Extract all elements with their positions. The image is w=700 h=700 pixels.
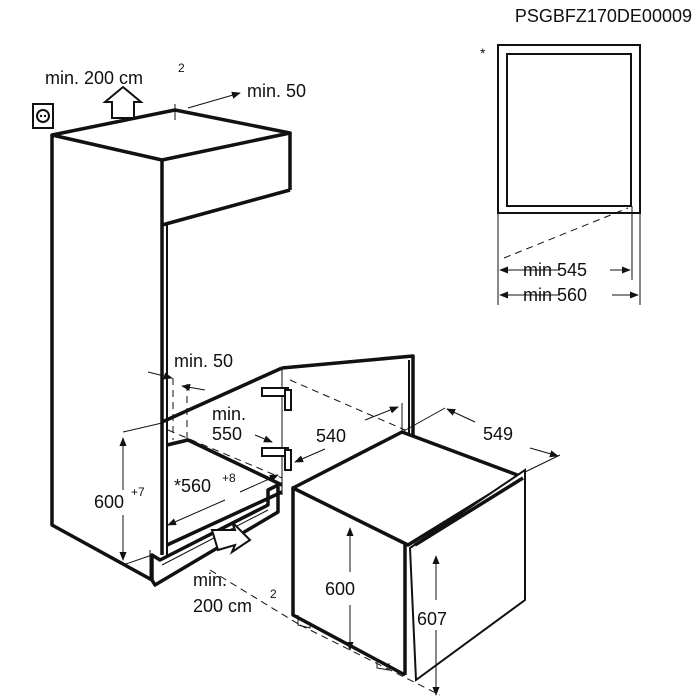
hinge-icon [261,387,292,471]
inset-min-560: min 560 [523,285,587,305]
inset-top-view: * min 545 min 560 [480,44,641,305]
inset-min-545: min 545 [523,260,587,280]
appliance-depth-label: 540 [316,426,346,446]
depth-min-value: 550 [212,424,242,444]
top-gap-label: min. 50 [247,81,306,101]
niche-width-sup: +8 [222,471,236,485]
airflow-arrow-icon [210,521,252,555]
power-socket-icon [32,103,54,129]
appliance-height-label: 600 [325,579,355,599]
airflow-arrow-icon [102,85,144,119]
side-gap-label: min. 50 [174,351,233,371]
diagram-code: PSGBFZ170DE00009 [515,6,692,26]
top-vent-label: min. 200 cm [45,68,143,88]
bottom-vent-label-2: 200 cm [193,596,252,616]
depth-min-label: min. [212,404,246,424]
appliance-height-door-label: 607 [417,609,447,629]
bottom-vent-sup: 2 [270,587,277,601]
appliance-depth-door-label: 549 [483,424,513,444]
niche-height-sup: +7 [131,485,145,499]
inset-asterisk: * [480,45,486,61]
appliance [291,430,526,696]
bottom-vent-label-1: min. [193,570,227,590]
niche-width-label: *560 [174,476,211,496]
tall-cabinet [50,108,415,587]
top-vent-sup: 2 [178,61,185,75]
niche-height-label: 600 [94,492,124,512]
